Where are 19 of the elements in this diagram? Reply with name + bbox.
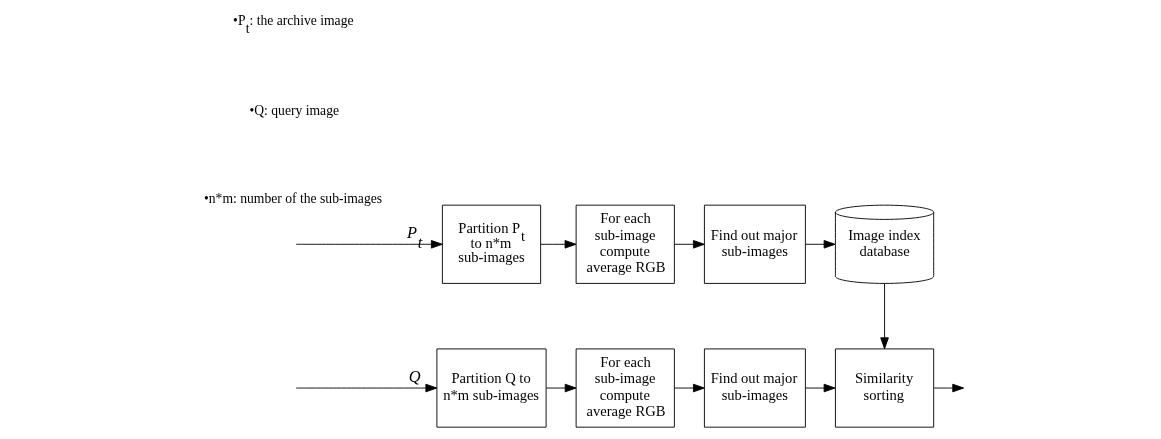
arrow (879, 283, 889, 350)
arrow (545, 383, 577, 393)
arrow (295, 383, 437, 393)
node-box: Similarity sorting (834, 348, 934, 428)
node-box: Find out major sub-images (703, 348, 806, 428)
node-box: Partition Q to n*m sub-images (435, 348, 547, 428)
arrow (933, 383, 964, 393)
node-box: Find out major sub-images (703, 204, 806, 284)
arrow (295, 240, 443, 249)
arrow (804, 240, 835, 249)
node-box: For each sub-image compute average RGB (575, 348, 675, 428)
arrow (804, 383, 835, 393)
edge-label: Q (408, 367, 421, 387)
arrow (673, 383, 705, 393)
arrow (539, 240, 576, 249)
label: •Q: query image (249, 102, 339, 118)
label: •n*m: number of the sub-images (203, 190, 382, 206)
arrow (673, 240, 705, 249)
node-box: For each sub-image compute average RGB (575, 204, 675, 284)
